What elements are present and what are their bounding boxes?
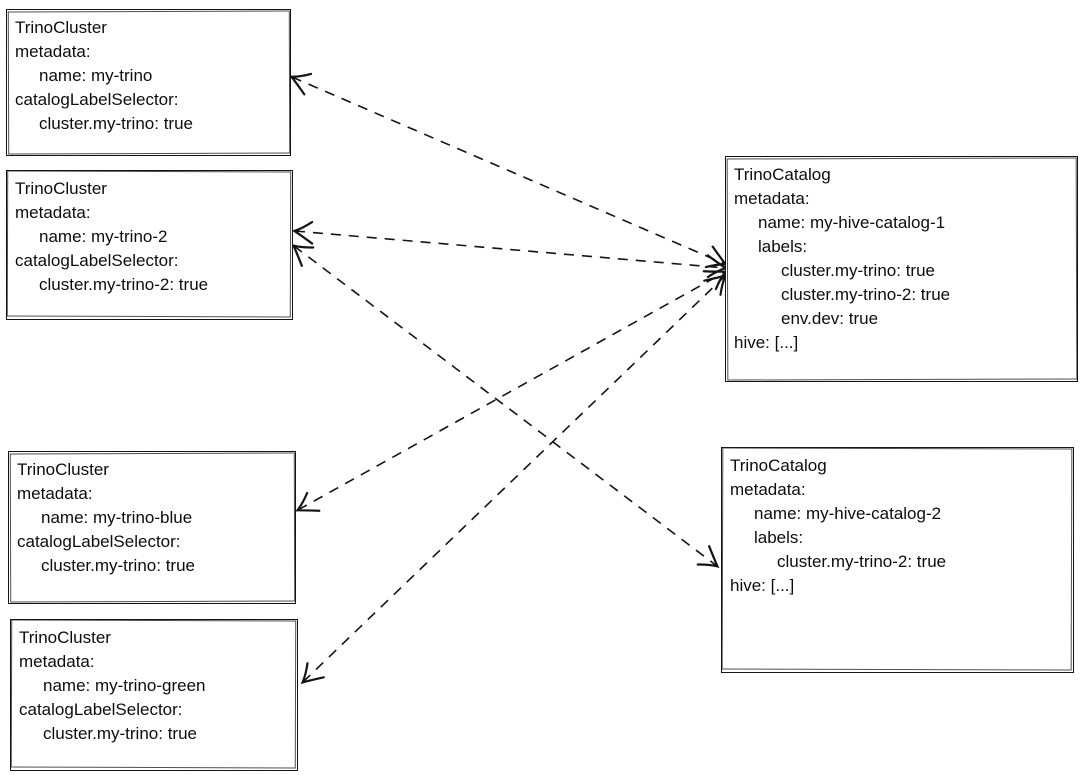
node-trino-catalog-my-hive-catalog-1: TrinoCatalog metadata: name: my-hive-cat… [725,156,1078,382]
yaml-line: metadata: [15,203,91,222]
yaml-line: labels: [754,528,804,547]
yaml-line: cluster.my-trino-2: true [39,275,209,294]
yaml-line: metadata: [15,42,91,61]
node-trino-cluster-my-trino: TrinoCluster metadata: name: my-trino ca… [6,9,291,156]
yaml-line: labels: [758,237,808,256]
yaml-line: catalogLabelSelector: [15,90,179,109]
yaml-line: hive: [...] [730,576,795,595]
node-trino-cluster-my-trino-2: TrinoCluster metadata: name: my-trino-2 … [6,170,293,320]
connection-my-trino--my-hive-catalog-1 [289,72,728,269]
node-trino-cluster-my-trino-green: TrinoCluster metadata: name: my-trino-gr… [10,619,298,771]
yaml-line: metadata: [17,484,93,503]
yaml-line: metadata: [19,652,95,671]
yaml-line: catalogLabelSelector: [17,532,181,551]
node-kind: TrinoCluster [15,18,107,37]
node-kind: TrinoCluster [19,628,111,647]
yaml-line: catalogLabelSelector: [19,700,183,719]
yaml-line: metadata: [734,189,810,208]
yaml-line: cluster.my-trino: true [43,724,197,743]
yaml-line: name: my-trino [39,66,153,85]
node-kind: TrinoCluster [15,179,107,198]
connection-my-trino-green--my-hive-catalog-1 [300,273,728,685]
yaml-line: name: my-trino-green [43,676,206,695]
connection-my-trino-2--my-hive-catalog-1 [291,220,729,279]
yaml-line: name: my-trino-2 [39,227,168,246]
yaml-line: cluster.my-trino-2: true [781,285,951,304]
yaml-line: cluster.my-trino: true [41,556,195,575]
yaml-line: cluster.my-trino: true [39,114,193,133]
node-kind: TrinoCluster [17,460,109,479]
yaml-line: name: my-hive-catalog-1 [758,213,946,232]
yaml-line: catalogLabelSelector: [15,251,179,270]
yaml-line: hive: [...] [734,333,799,352]
yaml-line: metadata: [730,480,806,499]
yaml-line: cluster.my-trino-2: true [777,552,947,571]
node-trino-cluster-my-trino-blue: TrinoCluster metadata: name: my-trino-bl… [8,451,296,604]
yaml-line: name: my-hive-catalog-2 [754,504,942,523]
yaml-line: env.dev: true [781,309,879,328]
connection-my-trino-2--my-hive-catalog-2 [291,243,720,569]
connection-my-trino-blue--my-hive-catalog-1 [295,270,728,512]
yaml-line: cluster.my-trino: true [781,261,935,280]
node-kind: TrinoCatalog [730,456,827,475]
node-trino-catalog-my-hive-catalog-2: TrinoCatalog metadata: name: my-hive-cat… [721,447,1074,673]
yaml-line: name: my-trino-blue [41,508,193,527]
node-kind: TrinoCatalog [734,165,831,184]
